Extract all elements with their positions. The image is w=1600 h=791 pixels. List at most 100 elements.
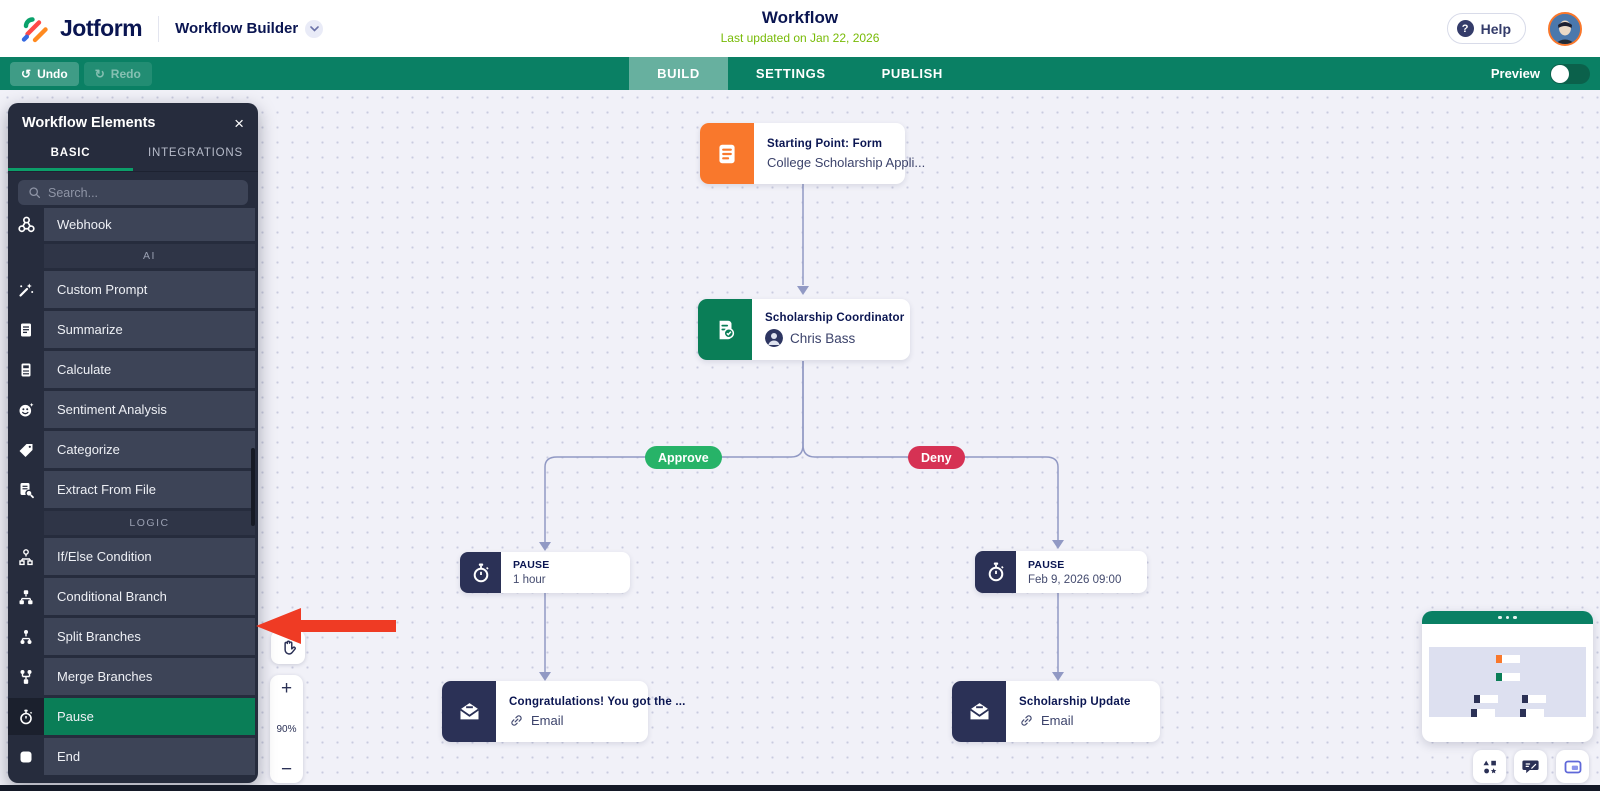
- panel-scrollbar[interactable]: [251, 448, 255, 526]
- header-divider: [158, 15, 160, 42]
- zoom-out-button[interactable]: −: [280, 759, 293, 780]
- elements-shortcut-button[interactable]: [1473, 750, 1506, 783]
- picture-in-picture-icon: [1563, 757, 1583, 777]
- tab-build[interactable]: BUILD: [629, 57, 728, 90]
- element-item-split-branches[interactable]: Split Branches: [8, 618, 258, 655]
- email-icon: [952, 681, 1006, 742]
- tab-publish[interactable]: PUBLISH: [881, 66, 943, 81]
- user-avatar[interactable]: [1548, 11, 1582, 46]
- element-item-conditional-branch[interactable]: Conditional Branch: [8, 578, 258, 615]
- redo-button[interactable]: ↻ Redo: [83, 61, 152, 86]
- node-starting-point-form[interactable]: Starting Point: Form College Scholarship…: [700, 123, 926, 184]
- element-item-if-else-condition[interactable]: If/Else Condition: [8, 538, 258, 575]
- element-item-end[interactable]: End: [8, 738, 258, 775]
- minimap[interactable]: [1422, 611, 1593, 742]
- element-item-merge-branches[interactable]: Merge Branches: [8, 658, 258, 695]
- zoom-level: 90%: [276, 723, 297, 735]
- node-subtitle: Feb 9, 2026 09:00: [1028, 573, 1122, 586]
- email-icon: [442, 681, 496, 742]
- node-title: PAUSE: [513, 559, 550, 571]
- node-title: Scholarship Coordinator: [765, 312, 905, 324]
- element-item-label: If/Else Condition: [44, 538, 255, 575]
- node-title: Scholarship Update: [1019, 695, 1131, 708]
- branch-label-approve[interactable]: Approve: [645, 446, 722, 469]
- approval-doc-icon: [698, 299, 752, 360]
- question-mark-icon: ?: [1456, 20, 1474, 37]
- app-name-label: Workflow Builder: [175, 20, 299, 37]
- node-email-left[interactable]: Congratulations! You got the ... Email: [442, 681, 685, 742]
- minimap-titlebar: [1422, 611, 1593, 624]
- bottom-edge-bar: [0, 785, 1600, 791]
- element-item-label: Custom Prompt: [44, 271, 255, 308]
- section-header-ai: AI: [8, 244, 258, 268]
- tab-settings[interactable]: SETTINGS: [755, 66, 826, 81]
- hand-icon: [279, 638, 298, 657]
- stopwatch-icon: [975, 551, 1016, 593]
- tab-basic[interactable]: BASIC: [8, 137, 133, 171]
- node-subtitle: College Scholarship Appli...: [767, 154, 926, 170]
- workflow-elements-panel: Workflow Elements × BASIC INTEGRATIONS W…: [8, 103, 258, 783]
- search-icon: [28, 186, 41, 199]
- tab-integrations[interactable]: INTEGRATIONS: [147, 146, 243, 159]
- node-email-right[interactable]: Scholarship Update Email: [952, 681, 1160, 742]
- search-input[interactable]: [48, 185, 238, 200]
- magic-wand-icon: [8, 271, 44, 308]
- element-item-custom-prompt[interactable]: Custom Prompt: [8, 271, 258, 308]
- node-channel: Email: [531, 712, 564, 728]
- element-item-label: End: [44, 738, 255, 775]
- app-name-dropdown[interactable]: Workflow Builder: [175, 19, 324, 38]
- element-item-summarize[interactable]: Summarize: [8, 311, 258, 348]
- element-item-sentiment-analysis[interactable]: Sentiment Analysis: [8, 391, 258, 428]
- node-title: PAUSE: [1028, 558, 1065, 571]
- zoom-in-button[interactable]: +: [280, 678, 293, 699]
- element-item-label: Pause: [44, 698, 255, 735]
- element-search[interactable]: [18, 180, 248, 205]
- conditional-branch-icon: [8, 578, 44, 615]
- node-pause-right[interactable]: PAUSE Feb 9, 2026 09:00: [975, 551, 1147, 593]
- element-item-pause[interactable]: Pause: [8, 698, 258, 735]
- element-item-categorize[interactable]: Categorize: [8, 431, 258, 468]
- element-list: Webhook AI Custom Prompt Summarize Calcu…: [8, 208, 258, 783]
- jotform-logo-icon: [18, 13, 50, 45]
- sentiment-icon: [8, 391, 44, 428]
- close-icon[interactable]: ×: [234, 113, 244, 133]
- element-item-extract-from-file[interactable]: Extract From File: [8, 471, 258, 508]
- end-icon: [8, 738, 44, 775]
- element-item-label: Merge Branches: [44, 658, 255, 695]
- branch-label-deny[interactable]: Deny: [908, 446, 965, 469]
- element-item-label: Sentiment Analysis: [44, 391, 255, 428]
- element-item-label: Split Branches: [44, 618, 255, 655]
- element-item-label: Extract From File: [44, 471, 255, 508]
- builder-toolbar: ↺ Undo ↻ Redo BUILD SETTINGS PUBLISH Pre…: [0, 57, 1600, 90]
- zoom-controls: + 90% −: [270, 675, 303, 783]
- undo-label: Undo: [37, 66, 68, 81]
- chevron-down-icon: [305, 19, 324, 38]
- element-item-calculate[interactable]: Calculate: [8, 351, 258, 388]
- app-header: Jotform Workflow Builder Workflow Last u…: [0, 0, 1600, 57]
- split-branches-icon: [8, 618, 44, 655]
- help-button[interactable]: ? Help: [1446, 13, 1526, 44]
- if-else-icon: [8, 538, 44, 575]
- workflow-canvas[interactable]: Starting Point: Form College Scholarship…: [0, 90, 1600, 791]
- preview-label: Preview: [1490, 66, 1540, 81]
- node-pause-left[interactable]: PAUSE 1 hour: [460, 552, 630, 593]
- assignee-name: Chris Bass: [790, 330, 856, 346]
- shapes-icon: [1481, 758, 1499, 776]
- feedback-button[interactable]: [1514, 750, 1547, 783]
- jotform-logo-text: Jotform: [60, 15, 143, 41]
- stopwatch-icon: [8, 698, 44, 735]
- section-header-logic: LOGIC: [8, 511, 258, 535]
- jotform-logo[interactable]: Jotform: [18, 13, 143, 45]
- element-item-label: Calculate: [44, 351, 255, 388]
- element-item-webhook[interactable]: Webhook: [8, 208, 258, 241]
- node-title: Starting Point: Form: [767, 137, 883, 150]
- link-icon: [509, 713, 524, 728]
- redo-icon: ↻: [94, 66, 105, 81]
- toggle-knob: [1551, 64, 1569, 83]
- node-subtitle: 1 hour: [513, 574, 546, 586]
- node-scholarship-coordinator[interactable]: Scholarship Coordinator Chris Bass: [698, 299, 910, 360]
- undo-button[interactable]: ↺ Undo: [10, 61, 79, 86]
- preview-toggle[interactable]: [1550, 63, 1590, 84]
- minimap-toggle-button[interactable]: [1556, 750, 1589, 783]
- element-item-label: Conditional Branch: [44, 578, 255, 615]
